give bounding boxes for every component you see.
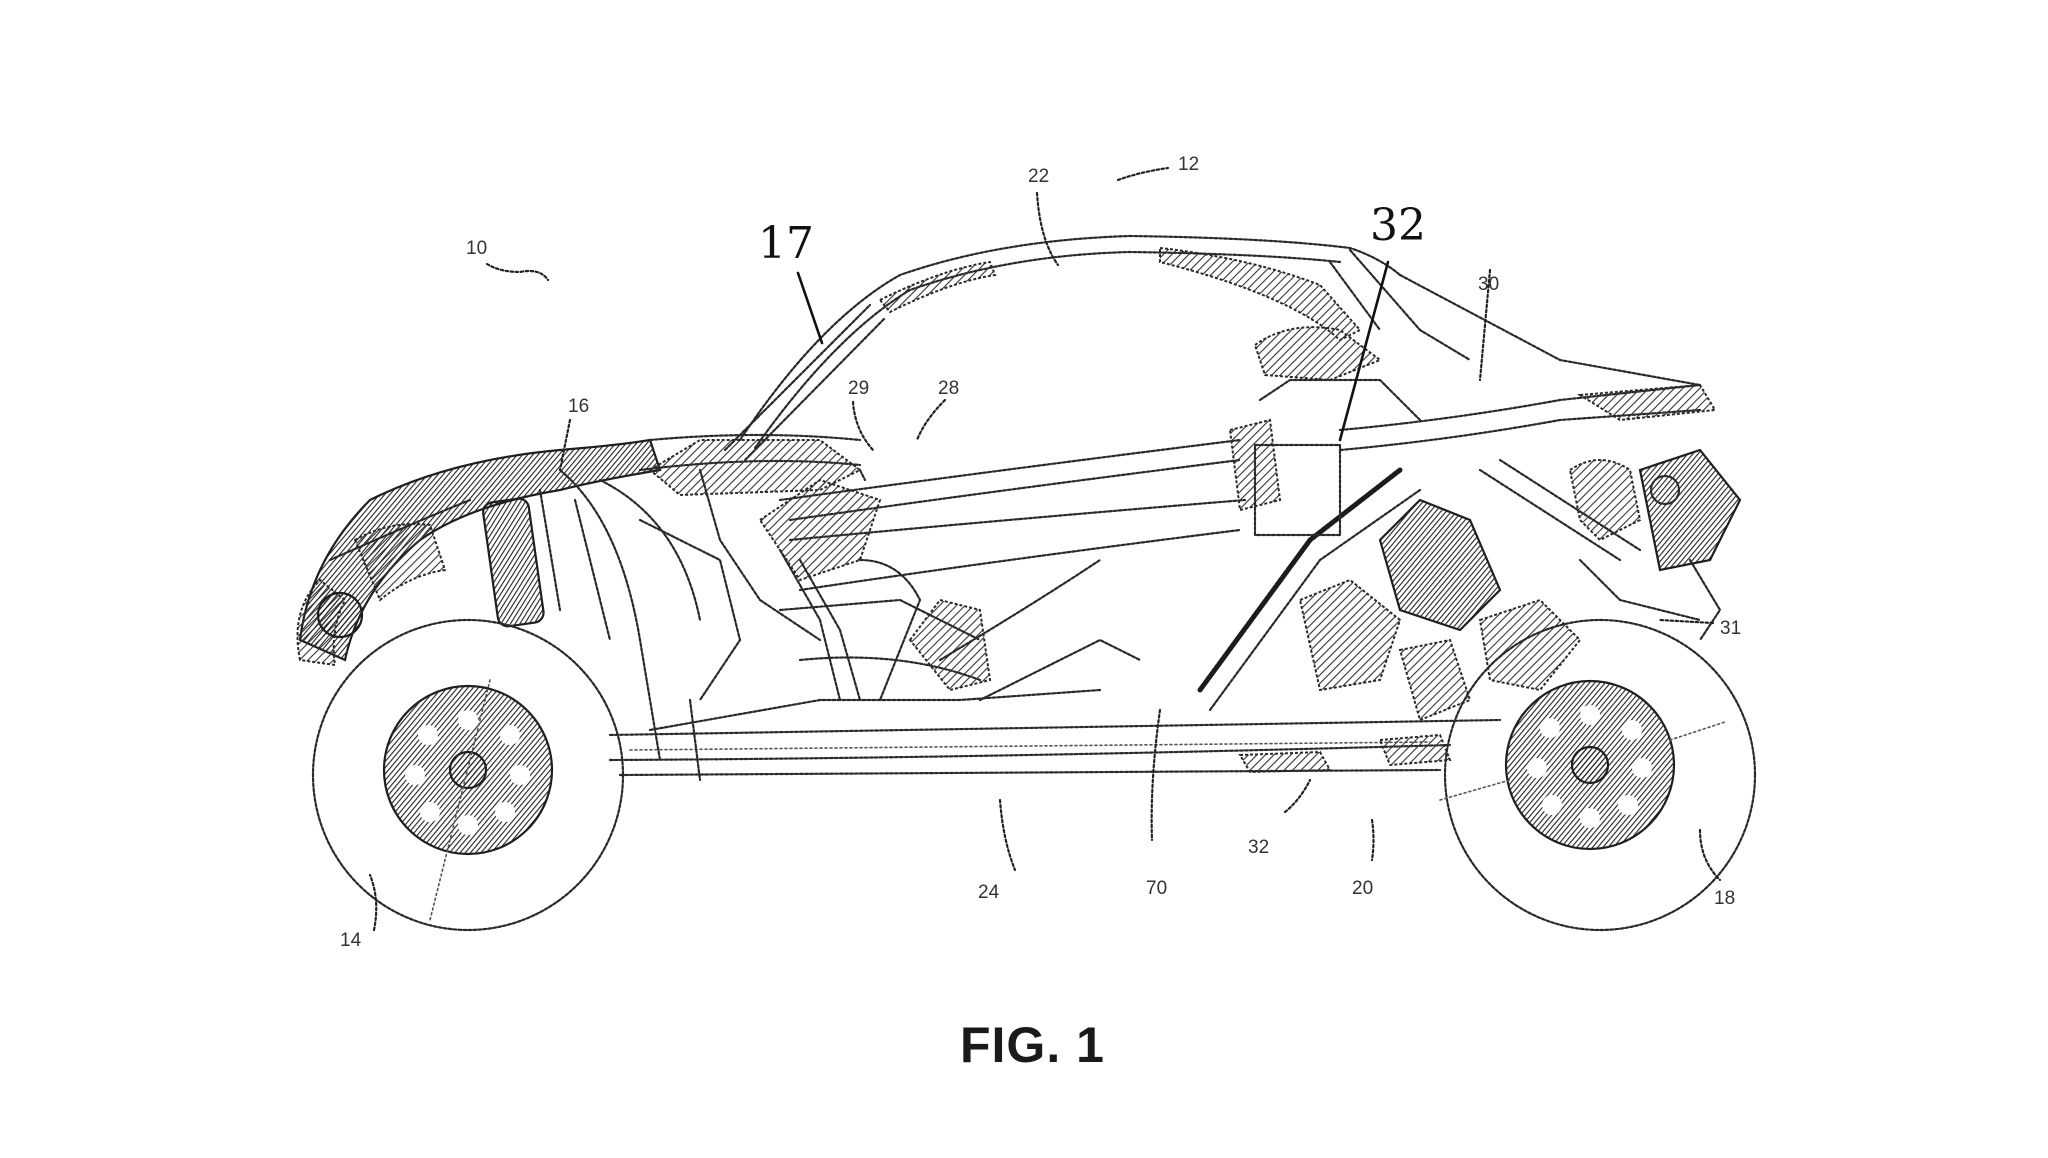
cabin xyxy=(648,438,1247,702)
ref-29: 29 xyxy=(848,378,869,399)
ref-10: 10 xyxy=(466,238,487,259)
ref-17: 17 xyxy=(758,218,814,269)
ref-70: 70 xyxy=(1146,878,1167,899)
rear-wheel xyxy=(1439,618,1757,932)
ref-22: 22 xyxy=(1028,166,1049,187)
figure-caption: FIG. 1 xyxy=(960,1017,1105,1073)
roll-cage xyxy=(723,234,1702,462)
front-wheel xyxy=(311,618,625,932)
ref-28: 28 xyxy=(938,378,959,399)
ref-16: 16 xyxy=(568,396,589,417)
ref-30: 30 xyxy=(1478,274,1499,295)
ref-24: 24 xyxy=(978,882,1000,903)
ref-31: 31 xyxy=(1720,618,1741,639)
ref-18: 18 xyxy=(1714,888,1735,909)
ref-32-upper: 32 xyxy=(1370,200,1426,251)
ref-14: 14 xyxy=(340,930,362,951)
ref-12: 12 xyxy=(1178,154,1199,175)
rear-structure xyxy=(1197,378,1742,722)
leader-lines xyxy=(368,166,1722,932)
side-sill xyxy=(608,688,1502,782)
reference-numerals: 10 12 22 17 32 30 16 29 28 31 24 70 32 2… xyxy=(340,154,1741,951)
ref-32-lower: 32 xyxy=(1248,837,1269,858)
ref-20: 20 xyxy=(1352,878,1373,899)
